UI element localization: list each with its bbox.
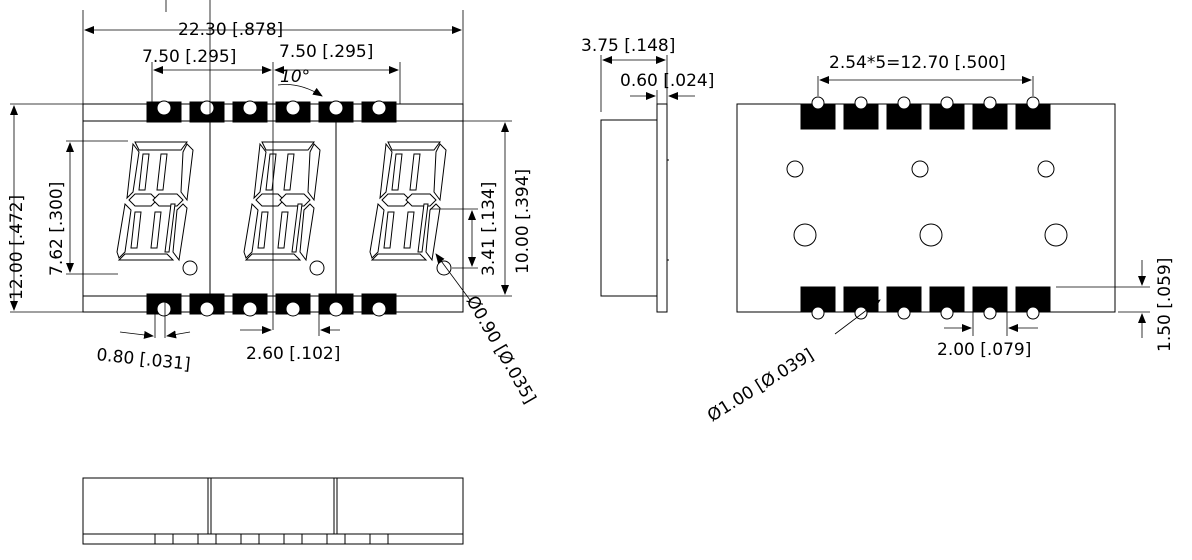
overall-height-label: 12.00 [.472] <box>7 195 27 300</box>
back-top-pads <box>800 96 1051 130</box>
dp-2 <box>309 260 325 276</box>
inner-height-label: 10.00 [.394] <box>513 169 533 274</box>
pad-width-label: 2.00 [.079] <box>937 340 1031 360</box>
back-view: 2.54*5=12.70 [.500] 1.50 [.059] 2.00 [.0… <box>704 53 1175 426</box>
pin-width-label: 0.80 [.031] <box>95 345 191 375</box>
depth-label: 3.75 [.148] <box>581 36 675 56</box>
bottom-view <box>82 477 464 545</box>
pitch-left-label: 7.50 [.295] <box>142 47 236 67</box>
overall-width-label: 22.30 [.878] <box>178 20 283 40</box>
digit-1 <box>116 141 194 261</box>
thickness-label: 0.60 [.024] <box>620 71 714 91</box>
back-bottom-pads <box>800 286 1051 320</box>
dp-1 <box>182 260 198 276</box>
bottom-pins <box>146 293 397 317</box>
digit-2 <box>243 141 321 261</box>
pad-pitch-label: 2.54*5=12.70 [.500] <box>829 53 1006 73</box>
pin-spacing-label: 2.60 [.102] <box>246 344 340 364</box>
pitch-right-label: 7.50 [.295] <box>279 42 373 62</box>
digit-3 <box>369 141 447 261</box>
digit-height-label: 7.62 [.300] <box>47 182 67 276</box>
top-pins <box>146 100 397 123</box>
front-view: 22.30 [.878] 7.50 [.295] 7.50 [.295] 10°… <box>7 0 540 407</box>
dp-diameter-label: Ø0.90 [Ø.035] <box>462 293 540 408</box>
dp-3 <box>436 260 452 276</box>
side-view: 3.75 [.148] 0.60 [.024] <box>581 36 714 313</box>
back-holes <box>786 160 1068 247</box>
dp-offset-label: 3.41 [.134] <box>479 182 499 276</box>
pad-height-label: 1.50 [.059] <box>1155 258 1175 352</box>
hole-diameter-label: Ø1.00 [Ø.039] <box>704 345 817 426</box>
angle-label: 10° <box>280 67 310 87</box>
